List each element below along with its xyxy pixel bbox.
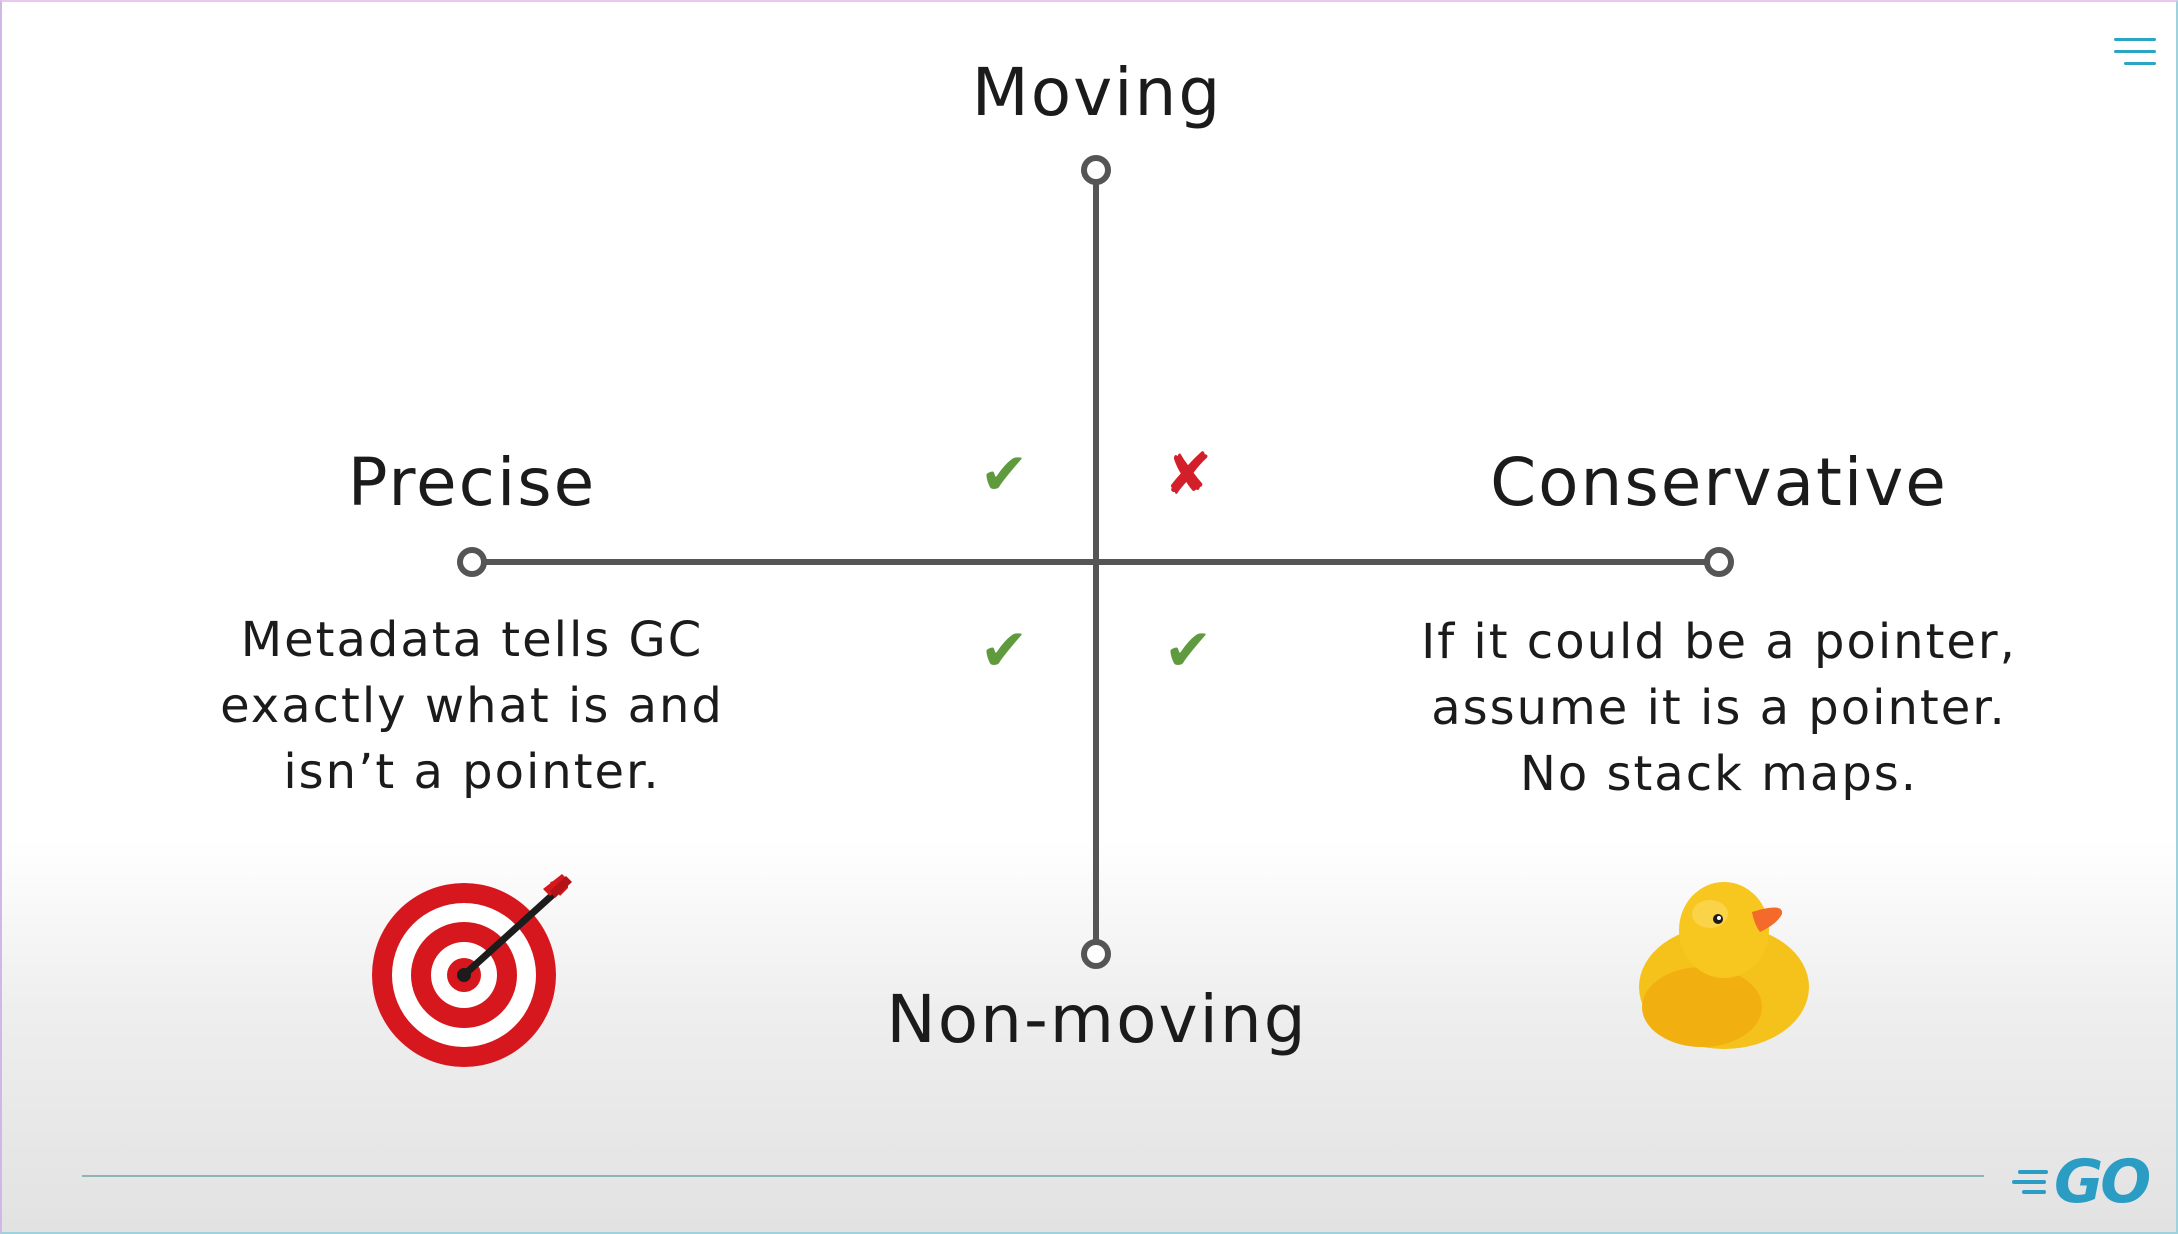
check-icon-conservative-non-moving: ✔ <box>1163 616 1213 684</box>
axis-end-bottom <box>1081 939 1111 969</box>
check-icon-precise-moving: ✔ <box>979 440 1029 508</box>
axis-label-moving: Moving <box>971 54 1223 131</box>
go-logo-text: GO <box>2054 1147 2151 1217</box>
precise-description: Metadata tells GC exactly what is and is… <box>220 607 724 805</box>
precise-description-line: Metadata tells GC <box>240 612 704 668</box>
cross-icon-conservative-moving: ✘ <box>1163 440 1213 508</box>
axis-label-precise: Precise <box>347 444 597 521</box>
go-logo: GO <box>2012 1152 2157 1212</box>
conservative-description-line: No stack maps. <box>1519 746 1919 802</box>
hamburger-menu-icon[interactable] <box>2114 38 2156 68</box>
conservative-description-line: assume it is a pointer. <box>1431 680 2007 736</box>
precise-description-line: exactly what is and <box>220 678 724 734</box>
logo-speed-line <box>2012 1180 2046 1184</box>
footer-divider <box>82 1175 1984 1177</box>
axis-end-top <box>1081 155 1111 185</box>
check-icon-precise-non-moving: ✔ <box>979 616 1029 684</box>
precise-description-line: isn’t a pointer. <box>283 744 661 800</box>
conservative-description-line: If it could be a pointer, <box>1421 614 2017 670</box>
axis-label-conservative: Conservative <box>1490 444 1948 521</box>
axis-label-non-moving: Non-moving <box>886 981 1308 1058</box>
axis-end-left <box>457 547 487 577</box>
logo-speed-line <box>2022 1190 2046 1194</box>
conservative-description: If it could be a pointer, assume it is a… <box>1421 609 2017 807</box>
logo-speed-line <box>2018 1170 2048 1174</box>
axis-end-right <box>1704 547 1734 577</box>
